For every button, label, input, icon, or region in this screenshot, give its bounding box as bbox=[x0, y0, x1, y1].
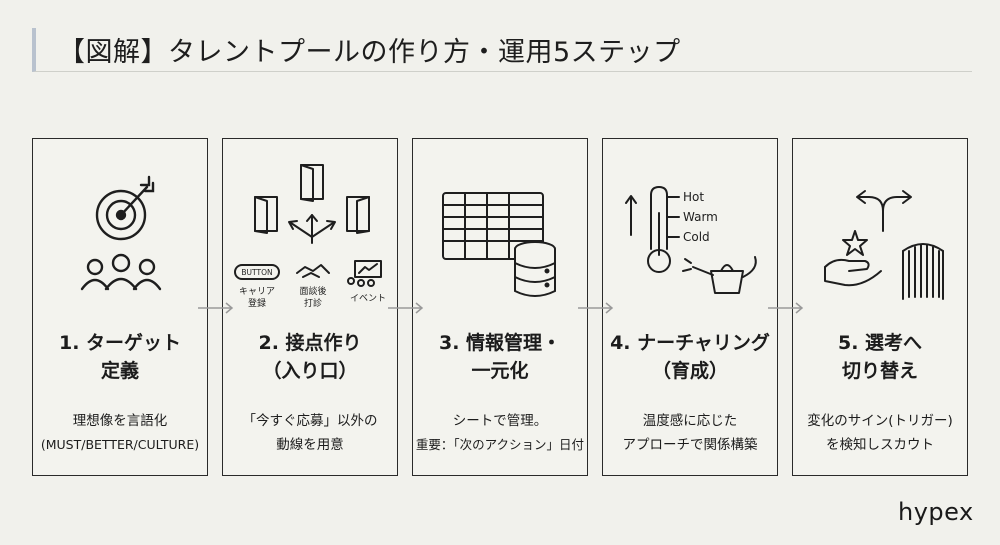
next-arrow-icon bbox=[388, 302, 424, 314]
svg-text:キャリア: キャリア bbox=[239, 287, 275, 297]
step-title: 4. ナーチャリング （育成） bbox=[610, 332, 770, 382]
brand-logo: hypex bbox=[898, 498, 974, 526]
next-arrow-icon bbox=[578, 302, 614, 314]
step-description: 変化のサイン(トリガー) を検知しスカウト bbox=[807, 413, 953, 453]
thermometer-watering-icon: Hot Warm Cold bbox=[625, 186, 757, 294]
entry-points-icon: BUTTON キャリア 登録 面談後 打診 イベント bbox=[234, 164, 386, 309]
spreadsheet-database-icon bbox=[442, 192, 556, 297]
star-hand-gate-icon bbox=[824, 190, 944, 300]
page-title: 【図解】タレントプールの作り方・運用5ステップ bbox=[58, 37, 681, 68]
svg-text:イベント: イベント bbox=[350, 294, 386, 304]
target-audience-icon bbox=[80, 175, 162, 291]
step-card-2: BUTTON キャリア 登録 面談後 打診 イベント 2. 接点作り （入り口）… bbox=[222, 138, 398, 476]
svg-text:打診: 打診 bbox=[304, 297, 322, 309]
next-arrow-icon bbox=[768, 302, 804, 314]
step-title: 2. 接点作り （入り口） bbox=[258, 332, 362, 382]
title-bar: 【図解】タレントプールの作り方・運用5ステップ bbox=[32, 28, 972, 72]
step-description: シートで管理。 重要：「次のアクション」日付 bbox=[415, 413, 585, 452]
svg-text:Hot: Hot bbox=[683, 190, 704, 204]
step-description: 「今すぐ応募」以外の 動線を用意 bbox=[242, 413, 378, 453]
svg-text:Warm: Warm bbox=[683, 210, 718, 224]
step-card-3: 3. 情報管理・ 一元化 シートで管理。 重要：「次のアクション」日付 bbox=[412, 138, 588, 476]
button-label: BUTTON bbox=[241, 268, 272, 277]
step-title: 3. 情報管理・ 一元化 bbox=[438, 332, 562, 382]
step-description: 理想像を言語化 (MUST/BETTER/CULTURE) bbox=[40, 413, 200, 452]
step-title: 1. ターゲット 定義 bbox=[58, 332, 182, 382]
step-card-1: 1. ターゲット 定義 理想像を言語化 (MUST/BETTER/CULTURE… bbox=[32, 138, 208, 476]
svg-text:面談後: 面談後 bbox=[299, 285, 326, 297]
step-card-5: 5. 選考へ 切り替え 変化のサイン(トリガー) を検知しスカウト bbox=[792, 138, 968, 476]
svg-text:Cold: Cold bbox=[683, 230, 710, 244]
svg-text:登録: 登録 bbox=[248, 297, 266, 309]
step-title: 5. 選考へ 切り替え bbox=[837, 332, 923, 382]
next-arrow-icon bbox=[198, 302, 234, 314]
step-card-4: Hot Warm Cold 4. ナーチャリング （育成） 温度感に応じた アプ… bbox=[602, 138, 778, 476]
step-description: 温度感に応じた アプローチで関係構築 bbox=[622, 413, 758, 453]
